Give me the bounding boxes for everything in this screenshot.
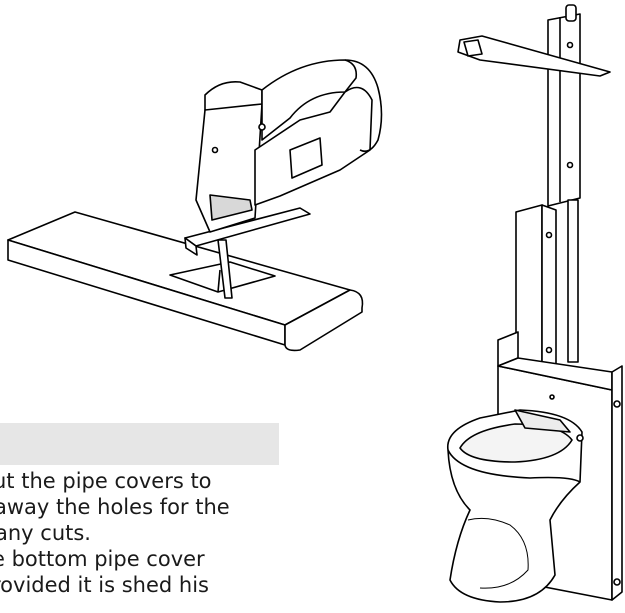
section-header-bar (0, 423, 279, 465)
jigsaw-cutting-pipe-cover-illustration (7, 59, 383, 352)
pipe-cover-installation-illustration (447, 4, 623, 603)
instruction-line: rovided it is shed his (0, 573, 209, 597)
instruction-line: away the holes for the (0, 495, 230, 519)
instruction-line: e bottom pipe cover (0, 547, 205, 571)
handsaw-cutting-pipe-illustration (457, 35, 611, 77)
instruction-text: ut the pipe covers to away the holes for… (0, 462, 300, 613)
instruction-line: ut the pipe covers to (0, 469, 212, 493)
instruction-line: any cuts. (0, 521, 91, 545)
